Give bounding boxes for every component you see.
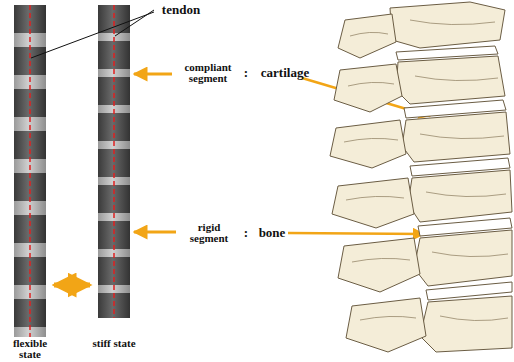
tendon-line <box>29 5 31 337</box>
tendon-line <box>113 5 115 318</box>
double-arrow <box>54 283 90 288</box>
state-label: flexible state <box>2 338 58 360</box>
part-label: tendon <box>156 3 206 16</box>
pointer-arrow <box>134 231 176 234</box>
leader-line <box>31 12 154 58</box>
part-label: compliant segment <box>176 62 240 84</box>
pointer-arrow <box>288 233 424 234</box>
spine-illustration <box>330 2 512 352</box>
part-label: rigid segment <box>178 222 240 244</box>
separator: : <box>241 66 251 79</box>
pointer-arrow <box>134 73 172 76</box>
part-label: bone <box>252 226 292 239</box>
state-label: stiff state <box>88 338 140 349</box>
leader-line <box>115 10 154 36</box>
flexible-column <box>14 5 46 337</box>
stiff-column <box>98 5 130 318</box>
separator: : <box>241 226 251 239</box>
part-label: cartilage <box>252 66 318 79</box>
